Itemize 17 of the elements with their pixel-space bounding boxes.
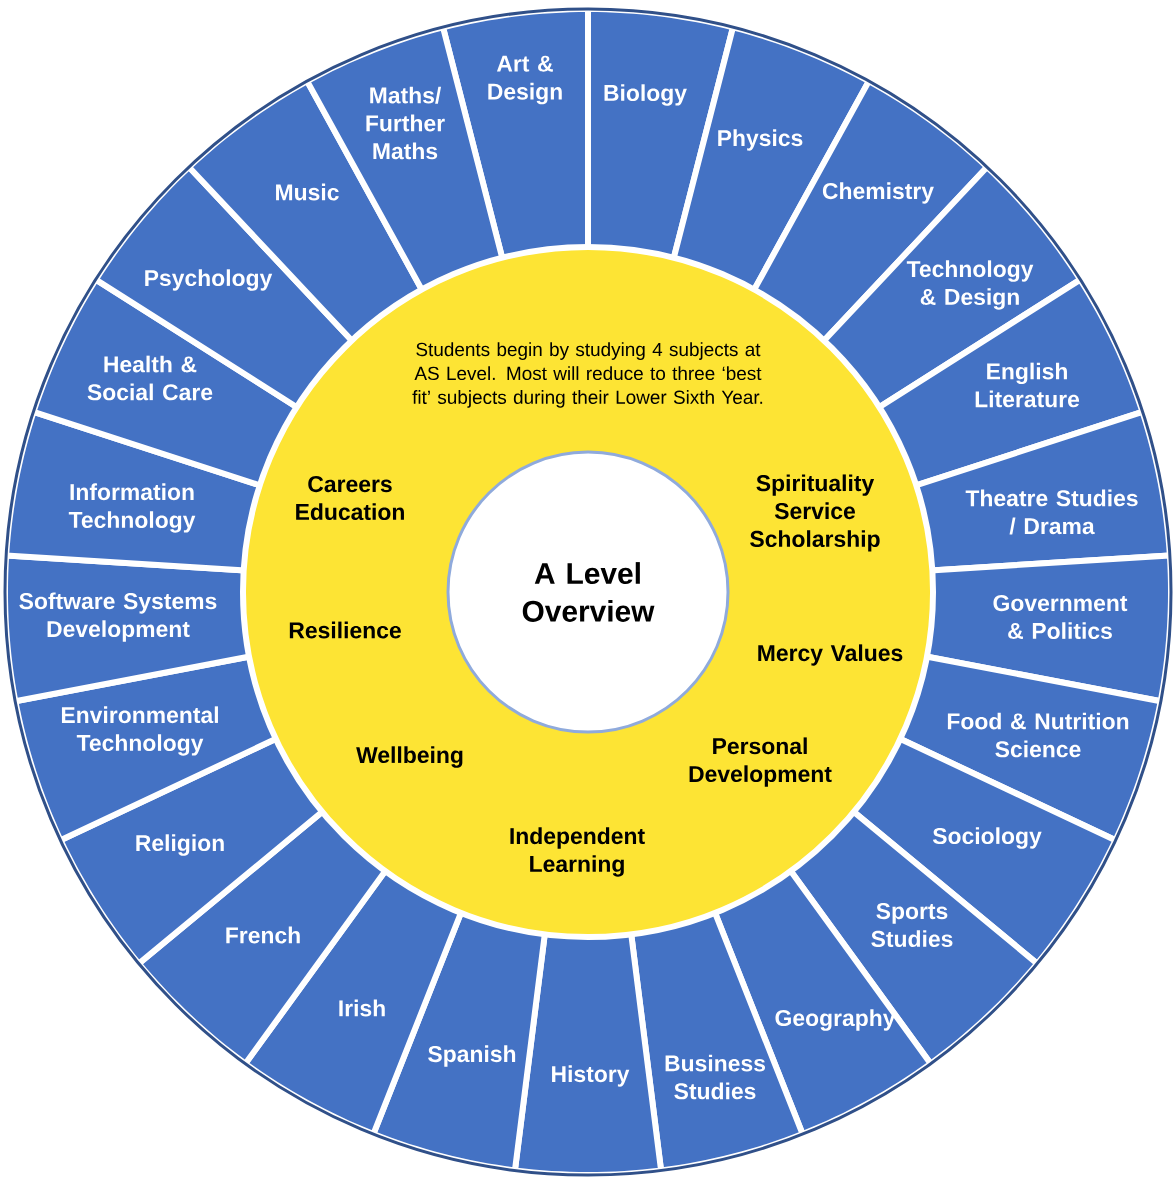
node-label: Irish bbox=[339, 999, 385, 1017]
intro-paragraph: Students begin by studying 4 subjects at AS Level. Most will reduce to three ‘best fit’ subjects during their Lower Sixth Year. bbox=[412, 342, 763, 408]
value-label: Wellbeing bbox=[356, 746, 463, 768]
node-label: Theatre Studies / Drama bbox=[965, 489, 1138, 535]
value-label: Resilience bbox=[289, 621, 401, 639]
node-label: Geography bbox=[775, 1009, 896, 1031]
node-label: Business Studies bbox=[665, 1054, 766, 1100]
value-label: Careers Education bbox=[296, 475, 404, 521]
node-label: Food & Nutrition Science bbox=[947, 712, 1129, 758]
value-label: Independent Learning bbox=[510, 827, 645, 877]
node-label: English Literature bbox=[975, 362, 1080, 408]
node-label: Government & Politics bbox=[993, 594, 1128, 640]
value-label: Spirituality Service Scholarship bbox=[750, 474, 880, 552]
node-label: History bbox=[552, 1065, 630, 1087]
value-label: Personal Development bbox=[689, 737, 832, 787]
value-label: Mercy Values bbox=[758, 644, 903, 666]
node-label: Sociology bbox=[932, 827, 1042, 849]
